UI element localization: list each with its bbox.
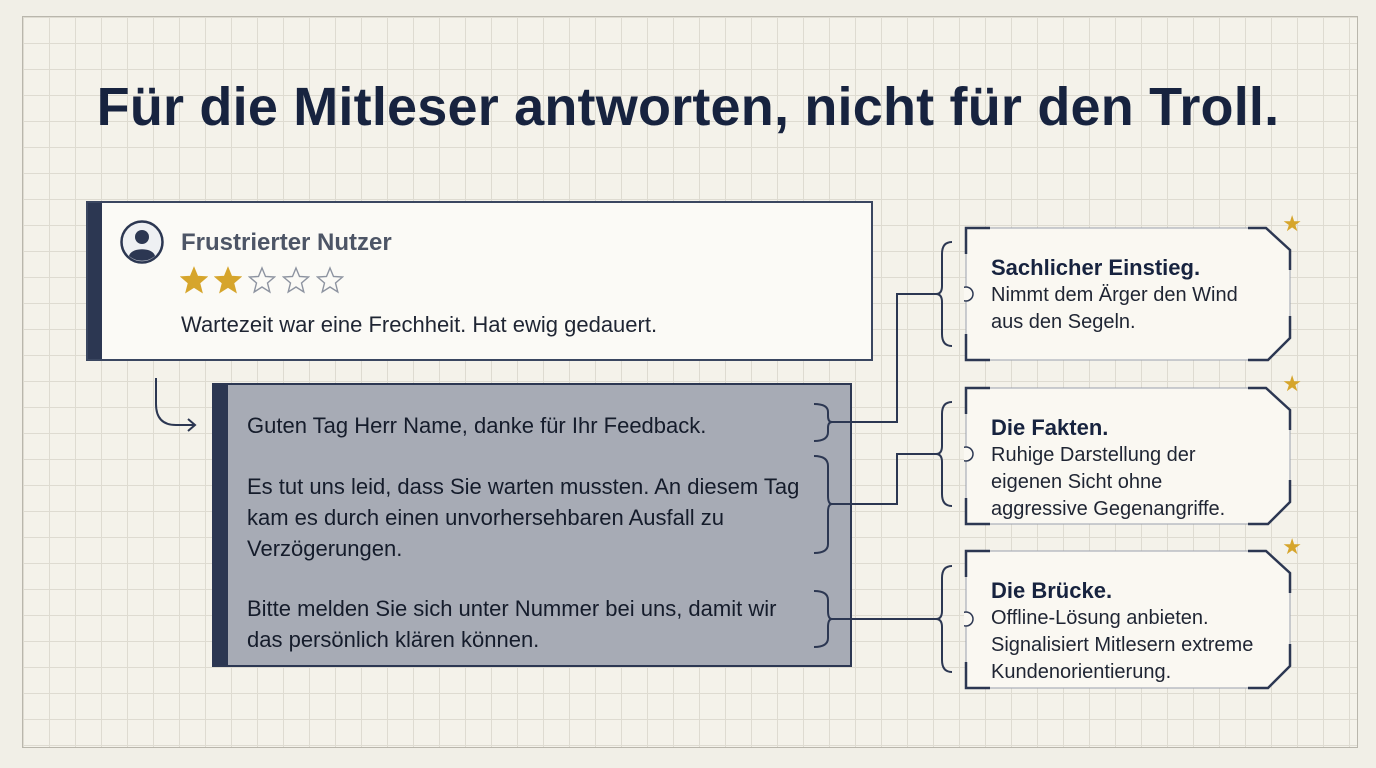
review-text: Wartezeit war eine Frechheit. Hat ewig g… bbox=[181, 312, 658, 337]
card-frame bbox=[964, 386, 1292, 526]
annotation-card-3: ★ Die Brücke. Offline-Lösung anbieten. S… bbox=[964, 536, 1302, 690]
star-outline-icon bbox=[248, 266, 276, 294]
star-filled-icon bbox=[180, 266, 208, 294]
annotation-text: Offline-Lösung anbieten. Signalisiert Mi… bbox=[991, 607, 1254, 683]
reply-paragraph-greeting: Guten Tag Herr Name, danke für Ihr Feedb… bbox=[247, 413, 707, 438]
review-card: Frustrierter Nutzer Wartezeit war eine F… bbox=[86, 201, 873, 361]
star-filled-icon bbox=[214, 266, 242, 294]
annotation-text: Nimmt dem Ärger den Wind aus den Segeln. bbox=[991, 284, 1238, 333]
reply-paragraph-bridge: Bitte melden Sie sich unter Nummer bei u… bbox=[247, 596, 777, 652]
user-avatar-icon bbox=[120, 220, 164, 264]
page-title: Für die Mitleser antworten, nicht für de… bbox=[96, 77, 1280, 137]
annotation-title: Die Fakten. bbox=[991, 415, 1109, 440]
curved-arrow-icon bbox=[155, 378, 197, 432]
reply-card: Guten Tag Herr Name, danke für Ihr Feedb… bbox=[212, 383, 852, 667]
review-author: Frustrierter Nutzer bbox=[181, 229, 392, 256]
star-outline-icon bbox=[316, 266, 344, 294]
annotation-card-1: ★ Sachlicher Einstieg. Nimmt dem Ärger d… bbox=[964, 213, 1302, 362]
review-accent-bar bbox=[88, 203, 102, 359]
card-frame bbox=[964, 549, 1292, 690]
star-icon: ★ bbox=[1282, 371, 1302, 396]
star-icon: ★ bbox=[1282, 534, 1302, 559]
annotation-card-2: ★ Die Fakten. Ruhige Darstellung der eig… bbox=[964, 373, 1302, 526]
star-rating bbox=[180, 266, 344, 294]
annotation-title: Sachlicher Einstieg. bbox=[991, 255, 1201, 280]
annotation-title: Die Brücke. bbox=[991, 578, 1113, 603]
star-outline-icon bbox=[282, 266, 310, 294]
annotation-text: Ruhige Darstellung der eigenen Sicht ohn… bbox=[991, 444, 1226, 520]
reply-accent-bar bbox=[214, 385, 228, 665]
star-icon: ★ bbox=[1282, 211, 1302, 236]
card-frame bbox=[964, 226, 1292, 362]
reply-paragraph-facts: Es tut uns leid, dass Sie warten mussten… bbox=[247, 474, 800, 561]
